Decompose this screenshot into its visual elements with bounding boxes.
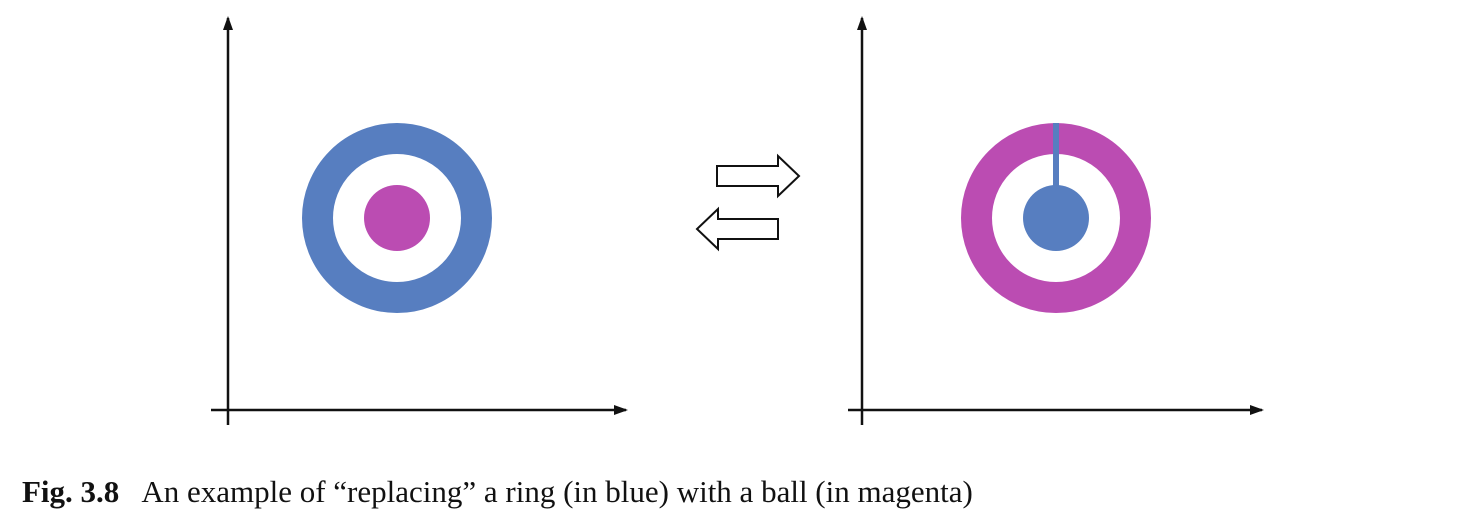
magenta-ball (364, 185, 430, 251)
figure-caption: Fig. 3.8 An example of “replacing” a ring… (22, 470, 973, 514)
blue-connector (1053, 123, 1059, 193)
exchange-arrows (695, 153, 801, 252)
right-panel (848, 16, 1264, 425)
blue-ring (302, 123, 492, 313)
caption-text: An example of “replacing” a ring (in blu… (141, 474, 973, 509)
left-panel (211, 16, 628, 425)
right-arrow-icon (716, 153, 801, 199)
left-arrow-icon (695, 206, 779, 252)
blue-ball (1023, 185, 1089, 251)
figure-diagram (211, 16, 1264, 425)
figure-label: Fig. 3.8 (22, 474, 120, 509)
